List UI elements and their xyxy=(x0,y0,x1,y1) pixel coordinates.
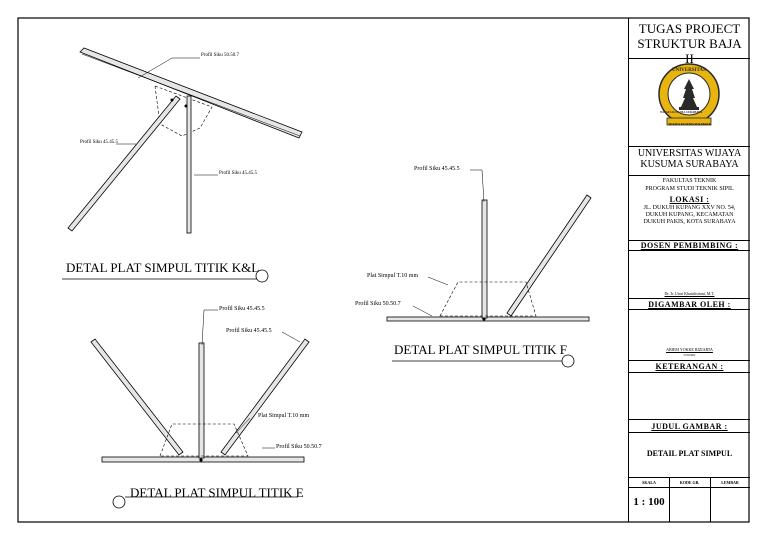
logo-banner: WIJAYA KUSUMA SURABAYA xyxy=(668,122,711,126)
kode-label: KODE GB. xyxy=(679,480,700,485)
detail-e-marker xyxy=(112,495,126,509)
vertical-member xyxy=(186,95,192,234)
label-f-bottom: Profil Siku 50.50.7 xyxy=(355,301,401,307)
top-chord-member xyxy=(79,47,303,139)
logo-ring-bottom: WIJAYA KUSUMA SURABAYA xyxy=(660,110,703,114)
dosen-name: Dr. Ir. Utari Khatulistiani, M.T. xyxy=(664,291,715,296)
lokasi-label: LOKASI : xyxy=(669,195,710,204)
address: JL. DUKUH KUPANG XXV NO. 54, DUKUH KUPAN… xyxy=(643,205,736,225)
gusset-plate xyxy=(159,423,249,457)
skala-label: SKALA xyxy=(642,480,656,485)
drafter-id: 23110002 xyxy=(683,353,696,357)
title-detail-f: DETAL PLAT SIMPUL TITIK F xyxy=(394,342,568,357)
skala-value: 1 : 100 xyxy=(633,496,665,508)
detail-e xyxy=(90,309,310,509)
faculty: FAKULTAS TEKNIK xyxy=(662,178,717,184)
program: PROGRAM STUDI TEKNIK SIPIL xyxy=(645,186,734,192)
gusset-plate xyxy=(439,281,537,317)
label-e-vertical: Profil Siku 45.45.5 xyxy=(219,306,265,312)
label-e-plate: Plat Simpul T.10 mm xyxy=(258,413,310,419)
dosen-label: DOSEN PEMBIMBING : xyxy=(640,241,739,250)
sheet-border xyxy=(17,17,750,523)
vertical-member xyxy=(198,342,205,459)
bottom-chord-member xyxy=(386,316,590,322)
judul-value: DETAIL PLAT SIMPUL xyxy=(646,449,733,458)
diagonal-member xyxy=(506,194,592,317)
detail-f-marker xyxy=(561,354,575,368)
keterangan-label: KETERANGAN : xyxy=(655,362,724,371)
detail-f xyxy=(386,169,592,368)
title-block: TUGAS PROJECT STRUKTUR BAJA II WIJAYA KU… xyxy=(628,18,750,522)
university-logo xyxy=(658,63,720,126)
vertical-member xyxy=(481,199,488,319)
title-detail-e: DETAL PLAT SIMPUL TITIK E xyxy=(130,485,304,500)
left-diagonal-member xyxy=(67,95,181,232)
label-e-diagonal: Profil Siku 45.45.5 xyxy=(226,328,272,334)
label-f-vertical: Profil Siku 45.45.5 xyxy=(414,166,460,172)
left-diagonal-member xyxy=(90,338,184,456)
digambar-label: DIGAMBAR OLEH : xyxy=(648,300,731,309)
logo-ring-top: UNIVERSITAS xyxy=(672,68,706,73)
label-e-bottom: Profil Siku 50.50.7 xyxy=(276,444,322,450)
label-f-plate: Plat Simpul T.10 mm xyxy=(367,273,419,279)
title-detail-kl: DETAL PLAT SIMPUL TITIK K&L xyxy=(66,260,260,275)
label-kl-top: Profil Siku 50.50.7 xyxy=(201,53,240,58)
detail-kl-marker xyxy=(255,269,269,283)
right-diagonal-member xyxy=(220,338,310,456)
lembar-label: LEMBAR xyxy=(721,480,739,485)
project-title: TUGAS PROJECT STRUKTUR BAJA II xyxy=(637,21,742,66)
university-name: UNIVERSITAS WIJAYA KUSUMA SURABAYA xyxy=(637,148,742,170)
detail-kl xyxy=(62,47,303,283)
label-kl-left: Profil Siku 45.45.5 xyxy=(80,140,119,145)
drafter-name: ABIEM YOKKE RIZIARTA xyxy=(666,347,713,352)
label-kl-right: Profil Siku 45.45.5 xyxy=(219,171,258,176)
judul-label: JUDUL GAMBAR : xyxy=(651,422,728,431)
